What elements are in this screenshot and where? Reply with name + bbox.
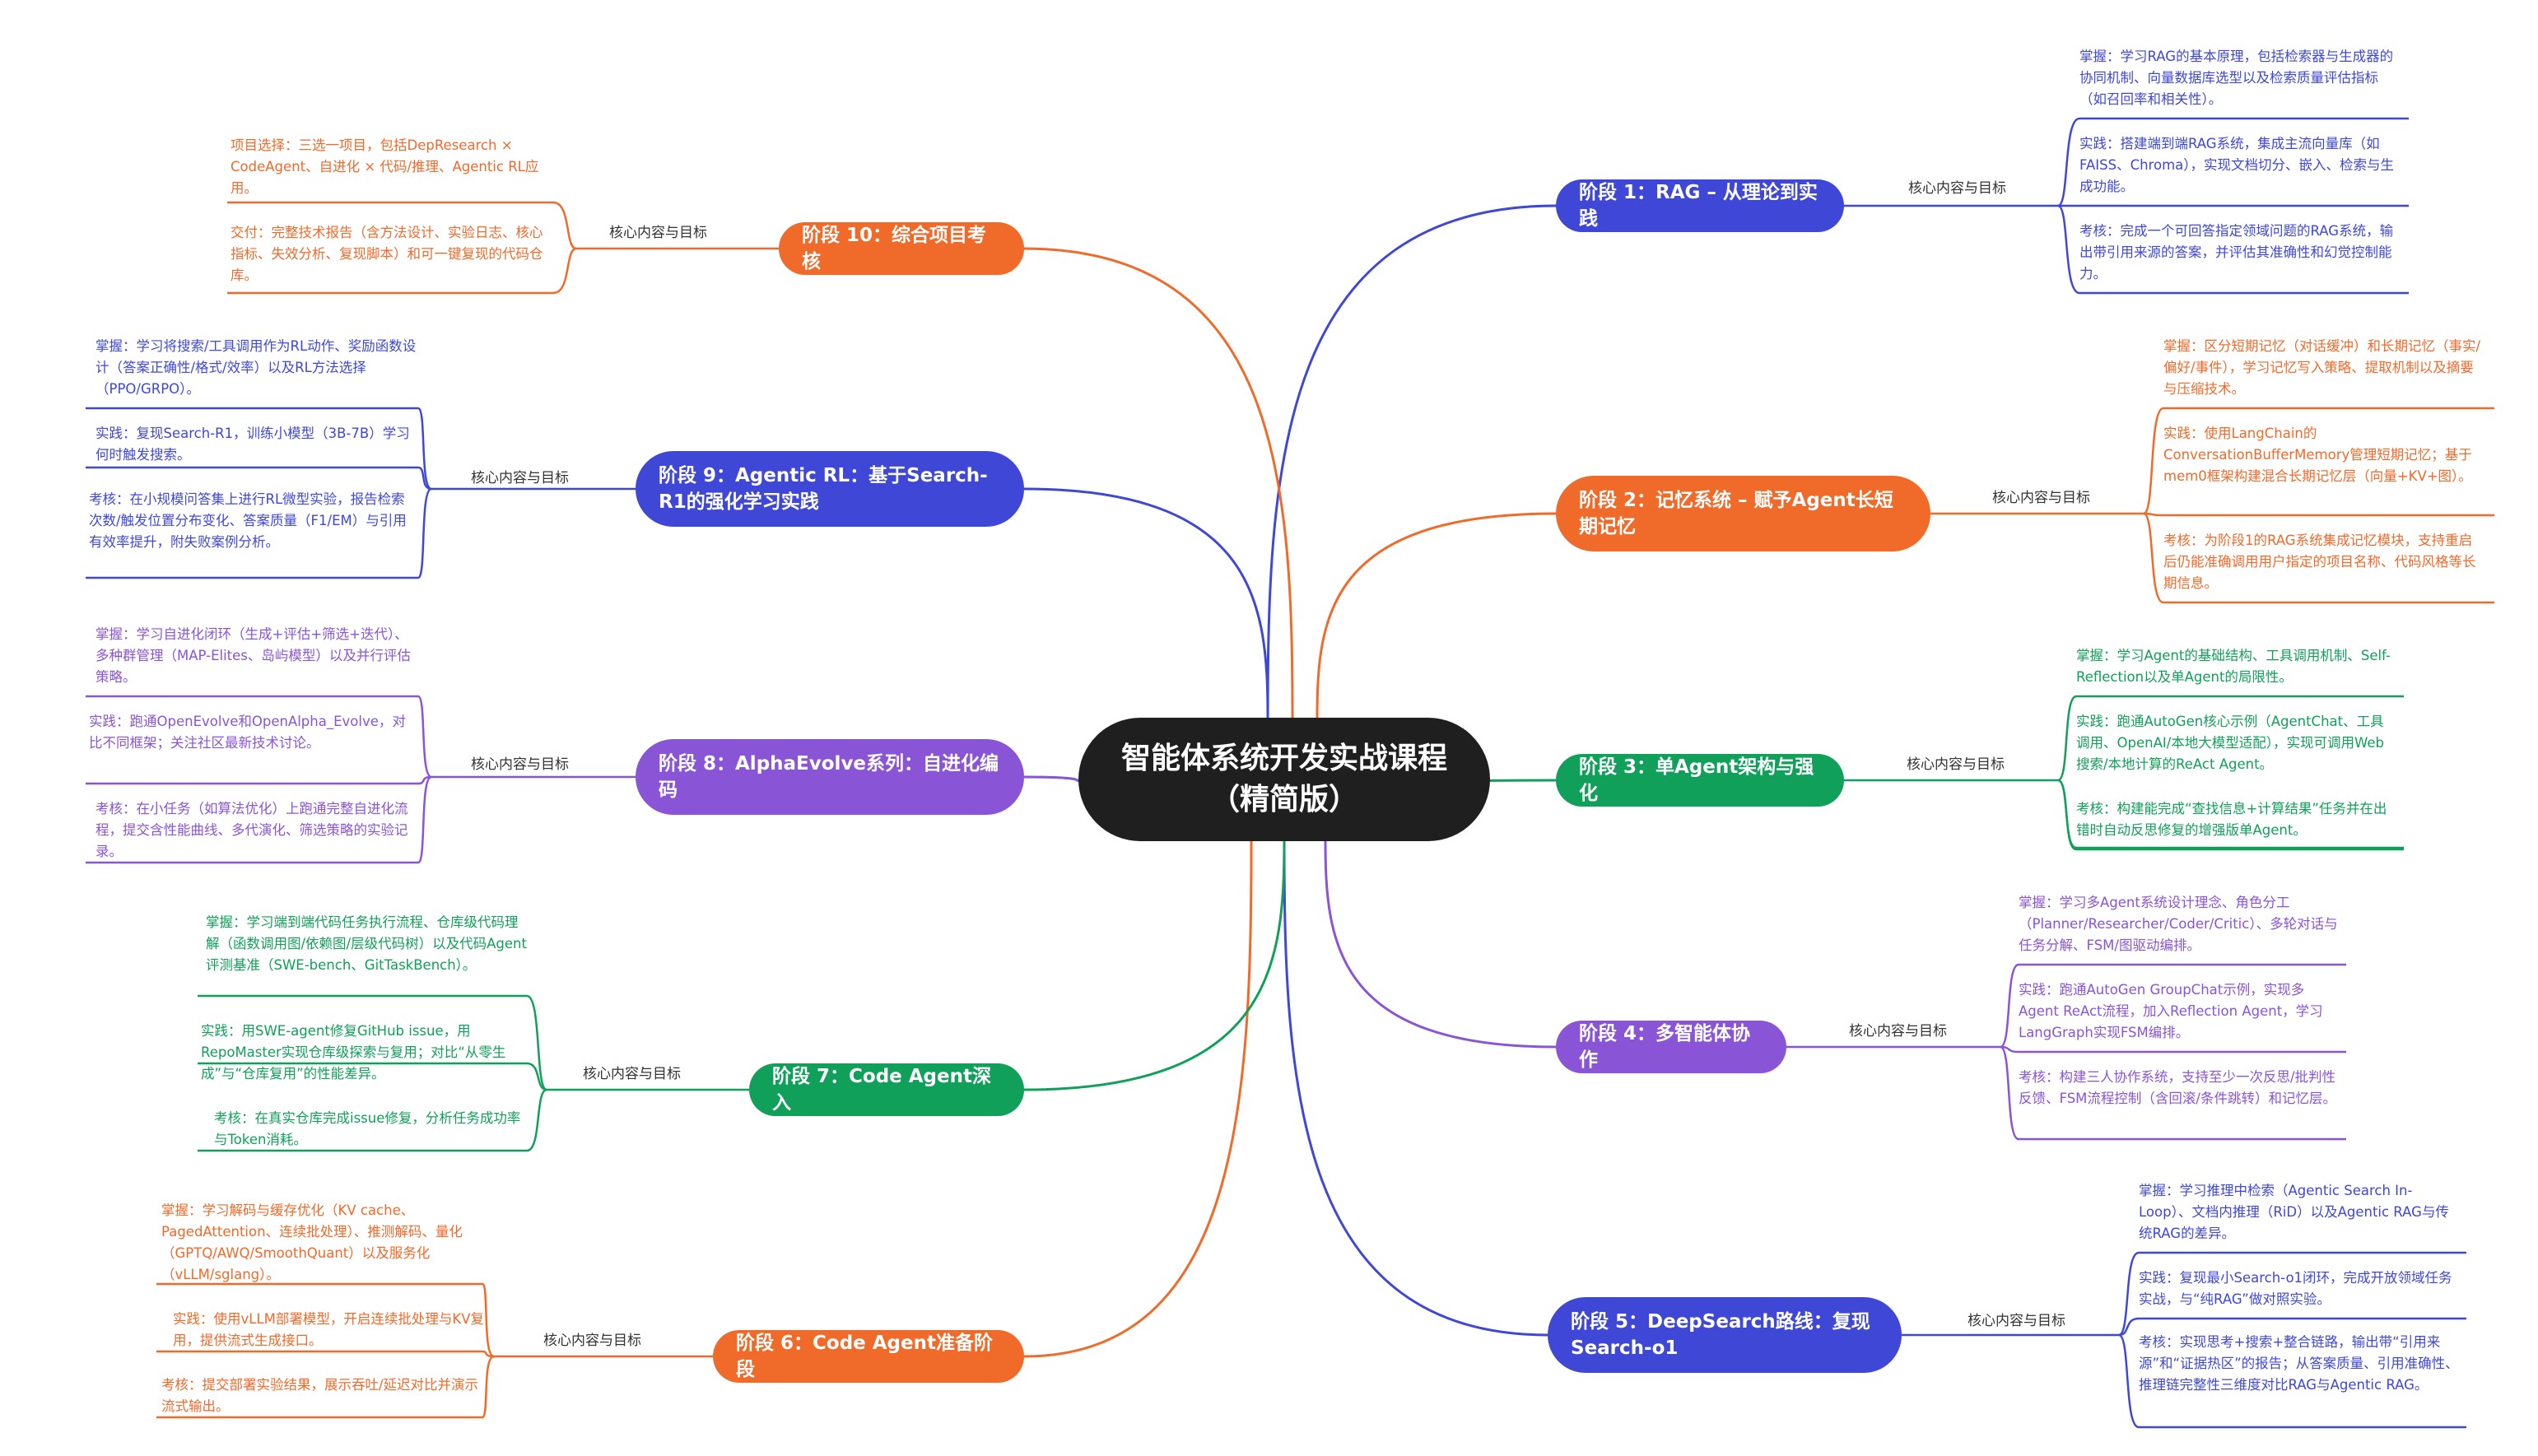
stage-5-title: 阶段 5：DeepSearch路线：复现Search-o1	[1571, 1311, 1870, 1359]
stage-8-detail-master: 掌握：学习自进化闭环（生成+评估+筛选+迭代）、多种群管理（MAP-Elites…	[95, 626, 411, 685]
root-topic[interactable]: 智能体系统开发实战课程（精简版）	[1078, 718, 1490, 841]
stage-8-detail-practice: 实践：跑通OpenEvolve和OpenAlpha_Evolve，对比不同框架；…	[89, 714, 406, 751]
stage-2-title: 阶段 2：记忆系统 – 赋予Agent长短期记忆	[1579, 490, 1893, 537]
core-label-stage-6: 核心内容与目标	[543, 1333, 641, 1349]
stage-2-detail-assess: 考核：为阶段1的RAG系统集成记忆模块，支持重启后仍能准确调用用户指定的项目名称…	[2163, 533, 2476, 591]
connector-line	[1324, 840, 1557, 1049]
stage-5-node[interactable]: 阶段 5：DeepSearch路线：复现Search-o1	[1548, 1297, 1902, 1373]
stage-1-title: 阶段 1：RAG – 从理论到实践	[1579, 182, 1818, 230]
connector-line	[156, 1355, 495, 1419]
connector-line	[2118, 1333, 2466, 1429]
connector-line	[2143, 407, 2494, 515]
stage-5-detail-assess: 考核：实现思考+搜索+整合链路，输出带“引用来源”和“证据热区”的报告；从答案质…	[2139, 1334, 2459, 1393]
connector-line	[86, 487, 432, 579]
stage-1-detail-assess: 考核：完成一个可回答指定领域问题的RAG系统，输出带引用来源的答案，并评估其准确…	[2079, 223, 2394, 281]
stage-7-detail-assess: 考核：在真实仓库完成issue修复，分析任务成功率与Token消耗。	[214, 1110, 521, 1147]
core-label-stage-4: 核心内容与目标	[1849, 1023, 1947, 1040]
stage-3-detail-assess: 考核：构建能完成“查找信息+计算结果”任务并在出错时自动反思修复的增强版单Age…	[2076, 801, 2387, 838]
stage-9-detail-master: 掌握：学习将搜索/工具调用作为RL动作、奖励函数设计（答案正确性/格式/效率）以…	[95, 338, 417, 397]
stage-10-detail-deliver: 交付：完整技术报告（含方法设计、实验日志、核心指标、失效分析、复现脚本）和可一键…	[231, 225, 543, 283]
core-label-stage-8: 核心内容与目标	[471, 756, 569, 773]
connector-line	[227, 201, 577, 250]
connector-line	[198, 1088, 547, 1152]
stage-9-detail-practice: 实践：复现Search-R1，训练小模型（3B-7B）学习何时触发搜索。	[95, 426, 410, 463]
connector-line	[2057, 779, 2404, 851]
core-label-stage-7: 核心内容与目标	[583, 1066, 681, 1082]
core-label-stage-10: 核心内容与目标	[609, 225, 707, 241]
connector-line	[198, 1062, 547, 1091]
core-label-stage-3: 核心内容与目标	[1907, 756, 2005, 773]
connector-line	[2000, 963, 2346, 1049]
root-title: 智能体系统开发实战课程（精简版）	[1120, 742, 1447, 816]
connector-line	[2057, 117, 2409, 207]
connector-line	[1266, 204, 1557, 719]
stage-3-detail-master: 掌握：学习Agent的基础结构、工具调用机制、Self-Reflection以及…	[2076, 648, 2391, 685]
connector-line	[2118, 1317, 2466, 1337]
stage-6-title: 阶段 6：Code Agent准备阶段	[736, 1333, 993, 1380]
stage-5-detail-practice: 实践：复现最小Search-o1闭环，完成开放领域任务实战，与“纯RAG”做对照…	[2139, 1270, 2452, 1307]
core-label-stage-9: 核心内容与目标	[471, 470, 569, 486]
stage-6-detail-practice: 实践：使用vLLM部署模型，开启连续批处理与KV复用，提供流式生成接口。	[173, 1311, 484, 1348]
stage-1-detail-practice: 实践：搭建端到端RAG系统，集成主流向量库（如FAISS、Chroma），实现文…	[2079, 136, 2395, 194]
connector-line	[2000, 1045, 2346, 1054]
stage-5-detail-master: 掌握：学习推理中检索（Agentic Search In-Loop）、文档内推理…	[2139, 1183, 2449, 1241]
stage-9-node[interactable]: 阶段 9：Agentic RL：基于Search-R1的强化学习实践	[636, 451, 1024, 527]
connector-line	[86, 695, 432, 779]
connector-line	[227, 247, 577, 295]
stage-2-detail-master: 掌握：区分短期记忆（对话缓冲）和长期记忆（事实/偏好/事件），学习记忆写入策略、…	[2163, 338, 2481, 397]
stage-8-node[interactable]: 阶段 8：AlphaEvolve系列：自进化编码	[636, 739, 1024, 815]
connector-line	[2143, 512, 2494, 517]
connector-line	[156, 1282, 495, 1358]
connector-line	[2143, 512, 2494, 604]
connector-line	[1023, 487, 1269, 719]
stage-3-node[interactable]: 阶段 3：单Agent架构与强化	[1556, 754, 1844, 807]
stage-7-detail-master: 掌握：学习端到端代码任务执行流程、仓库级代码理解（函数调用图/依赖图/层级代码树…	[206, 914, 527, 973]
stage-8-detail-assess: 考核：在小任务（如算法优化）上跑通完整自进化流程，提交含性能曲线、多代演化、筛选…	[95, 801, 408, 859]
connector-line	[1023, 247, 1294, 719]
connector-line	[2118, 1251, 2466, 1337]
stage-7-node[interactable]: 阶段 7：Code Agent深入	[749, 1063, 1024, 1116]
stage-7-detail-practice: 实践：用SWE-agent修复GitHub issue，用RepoMaster实…	[201, 1023, 506, 1082]
stage-4-title: 阶段 4：多智能体协作	[1579, 1023, 1751, 1071]
stage-6-detail-assess: 考核：提交部署实验结果，展示吞吐/延迟对比并演示流式输出。	[161, 1377, 479, 1414]
stage-9-title: 阶段 9：Agentic RL：基于Search-R1的强化学习实践	[659, 465, 988, 513]
stage-3-title: 阶段 3：单Agent架构与强化	[1579, 756, 1814, 804]
stage-4-detail-practice: 实践：跑通AutoGen GroupChat示例，实现多Agent ReAct流…	[2019, 982, 2323, 1040]
stage-3-detail-practice: 实践：跑通AutoGen核心示例（AgentChat、工具调用、OpenAI/本…	[2076, 714, 2385, 772]
connector-line	[86, 775, 432, 785]
connector-line	[86, 775, 432, 864]
stage-10-title: 阶段 10：综合项目考核	[802, 225, 987, 272]
connector-line	[2000, 1045, 2346, 1141]
stage-2-detail-practice: 实践：使用LangChain的ConversationBufferMemory管…	[2163, 426, 2472, 484]
stage-8-title: 阶段 8：AlphaEvolve系列：自进化编码	[659, 753, 999, 801]
connector-line	[1023, 840, 1286, 1091]
connector-line	[1023, 840, 1253, 1358]
stage-6-node[interactable]: 阶段 6：Code Agent准备阶段	[713, 1330, 1024, 1383]
connector-line	[86, 407, 432, 491]
stage-1-detail-master: 掌握：学习RAG的基本原理，包括检索器与生成器的协同机制、向量数据库选型以及检索…	[2079, 49, 2394, 107]
connector-line	[156, 1350, 495, 1358]
stage-4-detail-assess: 考核：构建三人协作系统，支持至少一次反思/批判性反馈、FSM流程控制（含回滚/条…	[2019, 1069, 2336, 1106]
stage-4-node[interactable]: 阶段 4：多智能体协作	[1556, 1021, 1786, 1073]
core-label-stage-5: 核心内容与目标	[1968, 1313, 2065, 1329]
stage-9-detail-assess: 考核：在小规模问答集上进行RL微型实验，报告检索次数/触发位置分布变化、答案质量…	[89, 491, 407, 550]
connector-line	[2057, 204, 2409, 295]
connector-line	[2057, 695, 2404, 782]
stage-6-detail-master: 掌握：学习解码与缓存优化（KV cache、PagedAttention、连续批…	[161, 1202, 463, 1282]
connector-line	[1316, 512, 1557, 719]
core-label-stage-2: 核心内容与目标	[1992, 490, 2090, 506]
connector-line	[86, 466, 432, 491]
core-label-stage-1: 核心内容与目标	[1908, 180, 2006, 197]
stage-4-detail-master: 掌握：学习多Agent系统设计理念、角色分工（Planner/Researche…	[2019, 895, 2338, 953]
connector-line	[198, 994, 547, 1091]
stage-1-node[interactable]: 阶段 1：RAG – 从理论到实践	[1556, 179, 1844, 232]
stage-2-node[interactable]: 阶段 2：记忆系统 – 赋予Agent长短期记忆	[1556, 476, 1930, 551]
stage-10-detail-project: 项目选择：三选一项目，包括DepResearch × CodeAgent、自进化…	[231, 137, 539, 196]
stage-7-title: 阶段 7：Code Agent深入	[772, 1066, 991, 1114]
stage-10-node[interactable]: 阶段 10：综合项目考核	[779, 222, 1024, 275]
connector-line	[1023, 775, 1080, 783]
connector-line	[1283, 840, 1548, 1337]
